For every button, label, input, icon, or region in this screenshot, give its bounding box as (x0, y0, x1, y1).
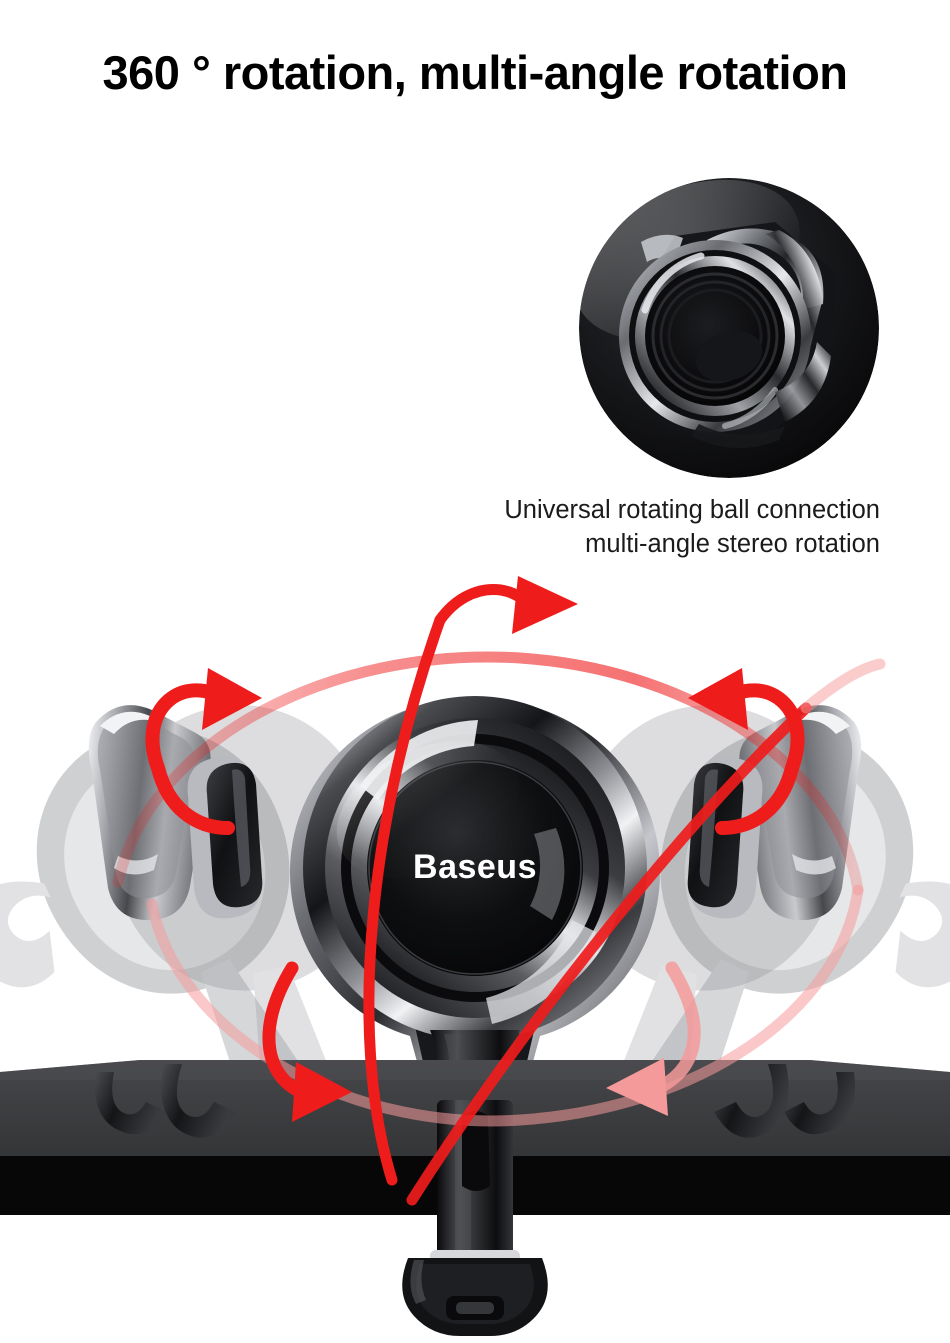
vent-hook-right-2 (714, 1064, 789, 1138)
caption-line-1: Universal rotating ball connection (504, 496, 880, 524)
ball-joint-closeup-photo (579, 178, 879, 478)
grip-pad-right (687, 756, 763, 919)
rotation-arrows (112, 576, 886, 1206)
vent-hook-left-2 (161, 1064, 236, 1138)
grip-pad-left (187, 756, 263, 919)
arrow-bottom-right (606, 961, 701, 1116)
vent-hook-right-1 (784, 1072, 856, 1135)
arrow-left-side-rotate (145, 668, 262, 835)
caption-line-2: multi-angle stereo rotation (585, 530, 880, 558)
arrow-orbit-ellipse (112, 651, 864, 1127)
page-title: 360 ° rotation, multi-angle rotation (102, 46, 848, 99)
arrow-right-side-rotate (688, 668, 805, 835)
arrow-bottom-left (262, 961, 352, 1122)
arrow-vertical-loop-top (363, 576, 578, 1186)
vent-hook-left-1 (94, 1072, 166, 1135)
brand-label: Baseus (413, 848, 537, 886)
feature-caption: Universal rotating ball connection multi… (380, 493, 880, 561)
product-illustration: Baseus (0, 560, 950, 1343)
ball-joint-photo-content (579, 178, 879, 478)
arrow-diagonal-sweep (406, 658, 886, 1206)
